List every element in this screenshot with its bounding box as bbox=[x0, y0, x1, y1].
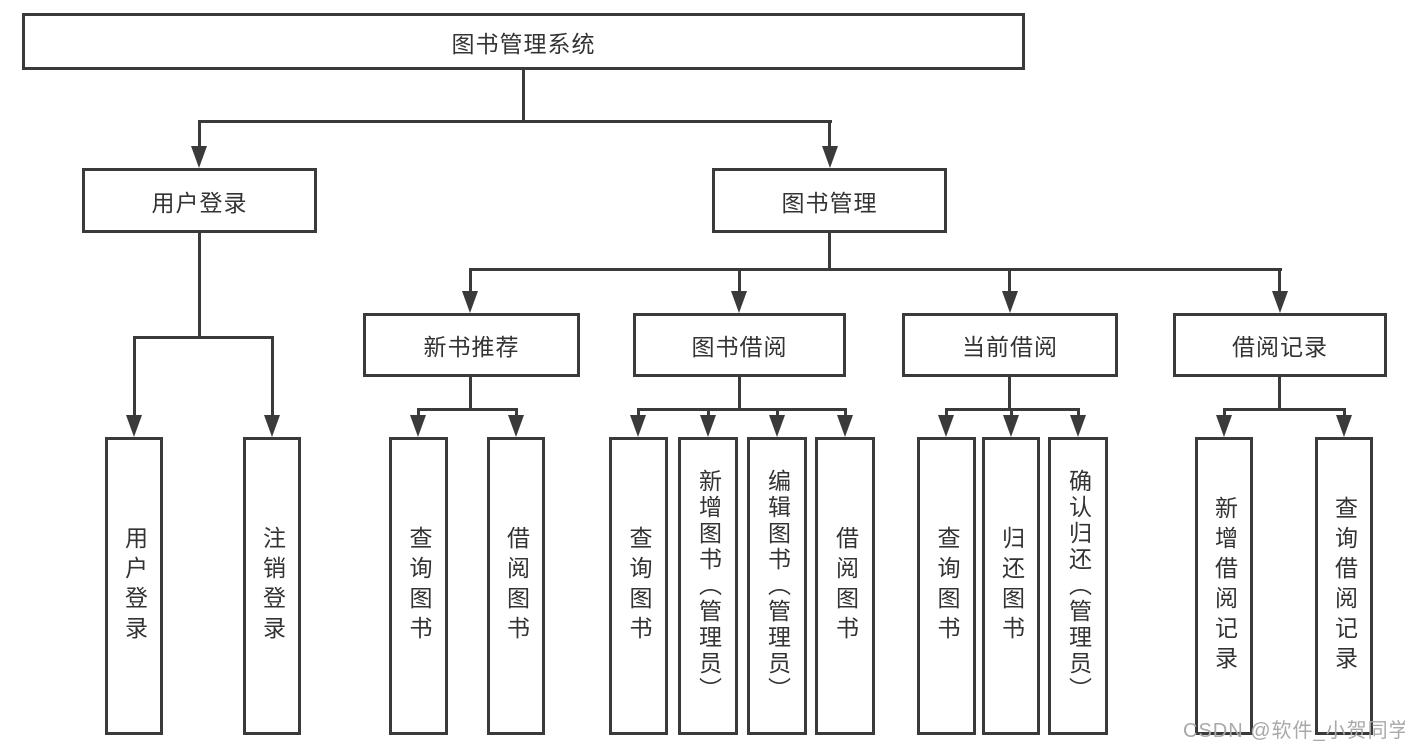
connector-line bbox=[469, 268, 472, 295]
connector-line bbox=[1343, 408, 1346, 419]
connector-line bbox=[707, 408, 710, 419]
connector-line bbox=[1077, 408, 1080, 419]
connector-line bbox=[1223, 408, 1226, 419]
node-user-login: 用户登录 bbox=[82, 168, 317, 233]
connector-line bbox=[1223, 408, 1346, 411]
arrowhead-down-icon bbox=[731, 291, 747, 313]
arrowhead-down-icon bbox=[462, 291, 478, 313]
leaf-edit-books-admin-label: 编辑图书（管理员） bbox=[764, 469, 791, 703]
leaf-add-books-admin: 新增图书（管理员） bbox=[678, 437, 738, 735]
arrowhead-down-icon bbox=[822, 146, 838, 168]
connector-line bbox=[198, 120, 201, 150]
leaf-add-borrow-record: 新增借阅记录 bbox=[1195, 437, 1253, 735]
node-current-borrow: 当前借阅 bbox=[902, 313, 1118, 377]
connector-line bbox=[637, 408, 640, 419]
connector-line bbox=[1278, 377, 1281, 411]
arrowhead-down-icon bbox=[126, 415, 142, 437]
connector-line bbox=[738, 377, 741, 411]
node-root: 图书管理系统 bbox=[22, 13, 1025, 70]
leaf-query-books-1-label: 查询图书 bbox=[406, 526, 432, 646]
leaf-return-books-label: 归还图书 bbox=[998, 526, 1025, 646]
leaf-confirm-return-admin-label: 确认归还（管理员） bbox=[1065, 469, 1092, 703]
connector-line bbox=[738, 268, 741, 295]
leaf-confirm-return-admin: 确认归还（管理员） bbox=[1048, 437, 1108, 735]
connector-line bbox=[1008, 268, 1011, 295]
arrowhead-down-icon bbox=[1003, 415, 1019, 437]
leaf-user-login: 用户登录 bbox=[105, 437, 163, 735]
connector-line bbox=[828, 233, 831, 271]
arrowhead-down-icon bbox=[837, 415, 853, 437]
connector-line bbox=[1010, 408, 1013, 419]
arrowhead-down-icon bbox=[938, 415, 954, 437]
node-book-management-label: 图书管理 bbox=[781, 189, 878, 216]
leaf-query-books-1: 查询图书 bbox=[389, 437, 448, 735]
leaf-query-borrow-record: 查询借阅记录 bbox=[1315, 437, 1373, 735]
leaf-logout-label: 注销登录 bbox=[259, 526, 286, 646]
leaf-add-books-admin-label: 新增图书（管理员） bbox=[695, 469, 722, 703]
leaf-return-books: 归还图书 bbox=[982, 437, 1040, 735]
arrowhead-down-icon bbox=[769, 415, 785, 437]
connector-line bbox=[522, 70, 525, 123]
leaf-add-borrow-record-label: 新增借阅记录 bbox=[1211, 496, 1238, 676]
leaf-edit-books-admin: 编辑图书（管理员） bbox=[747, 437, 807, 735]
node-user-login-label: 用户登录 bbox=[151, 189, 248, 216]
connector-line bbox=[776, 408, 779, 419]
connector-line bbox=[515, 408, 518, 419]
arrowhead-down-icon bbox=[410, 415, 426, 437]
node-new-book-recommend-label: 新书推荐 bbox=[423, 334, 520, 360]
node-book-borrow-label: 图书借阅 bbox=[691, 334, 788, 360]
connector-line bbox=[945, 408, 948, 419]
node-borrow-records-label: 借阅记录 bbox=[1232, 334, 1328, 360]
leaf-borrow-books-2-label: 借阅图书 bbox=[832, 526, 859, 646]
connector-line bbox=[417, 408, 518, 411]
connector-line bbox=[133, 336, 274, 339]
connector-line bbox=[1008, 377, 1011, 411]
connector-line bbox=[828, 120, 831, 150]
node-new-book-recommend: 新书推荐 bbox=[363, 313, 580, 377]
node-book-borrow: 图书借阅 bbox=[633, 313, 846, 377]
leaf-query-borrow-record-label: 查询借阅记录 bbox=[1331, 496, 1358, 676]
connector-line bbox=[198, 120, 832, 123]
arrowhead-down-icon bbox=[1272, 291, 1288, 313]
arrowhead-down-icon bbox=[191, 146, 207, 168]
connector-line bbox=[469, 377, 472, 411]
arrowhead-down-icon bbox=[264, 415, 280, 437]
leaf-query-books-3: 查询图书 bbox=[917, 437, 976, 735]
arrowhead-down-icon bbox=[1336, 415, 1352, 437]
connector-line bbox=[133, 336, 136, 419]
connector-line bbox=[637, 408, 847, 411]
arrowhead-down-icon bbox=[700, 415, 716, 437]
arrowhead-down-icon bbox=[1216, 415, 1232, 437]
arrowhead-down-icon bbox=[630, 415, 646, 437]
connector-line bbox=[271, 336, 274, 419]
arrowhead-down-icon bbox=[508, 415, 524, 437]
leaf-borrow-books-1-label: 借阅图书 bbox=[503, 526, 530, 646]
leaf-query-books-2: 查询图书 bbox=[609, 437, 668, 735]
connector-line bbox=[198, 233, 201, 339]
leaf-query-books-2-label: 查询图书 bbox=[626, 526, 652, 646]
leaf-borrow-books-2: 借阅图书 bbox=[815, 437, 875, 735]
node-book-management: 图书管理 bbox=[712, 168, 947, 233]
leaf-logout: 注销登录 bbox=[243, 437, 301, 735]
arrowhead-down-icon bbox=[1070, 415, 1086, 437]
leaf-borrow-books-1: 借阅图书 bbox=[487, 437, 545, 735]
connector-line bbox=[469, 268, 1282, 271]
arrowhead-down-icon bbox=[1002, 291, 1018, 313]
node-current-borrow-label: 当前借阅 bbox=[962, 334, 1058, 360]
connector-line bbox=[417, 408, 420, 419]
leaf-query-books-3-label: 查询图书 bbox=[934, 526, 960, 646]
node-root-label: 图书管理系统 bbox=[451, 30, 596, 57]
connector-line bbox=[844, 408, 847, 419]
watermark: CSDN @软件_小贺同学 bbox=[1183, 720, 1405, 742]
connector-line bbox=[1278, 268, 1281, 295]
node-borrow-records: 借阅记录 bbox=[1173, 313, 1387, 377]
leaf-user-login-label: 用户登录 bbox=[121, 526, 148, 646]
